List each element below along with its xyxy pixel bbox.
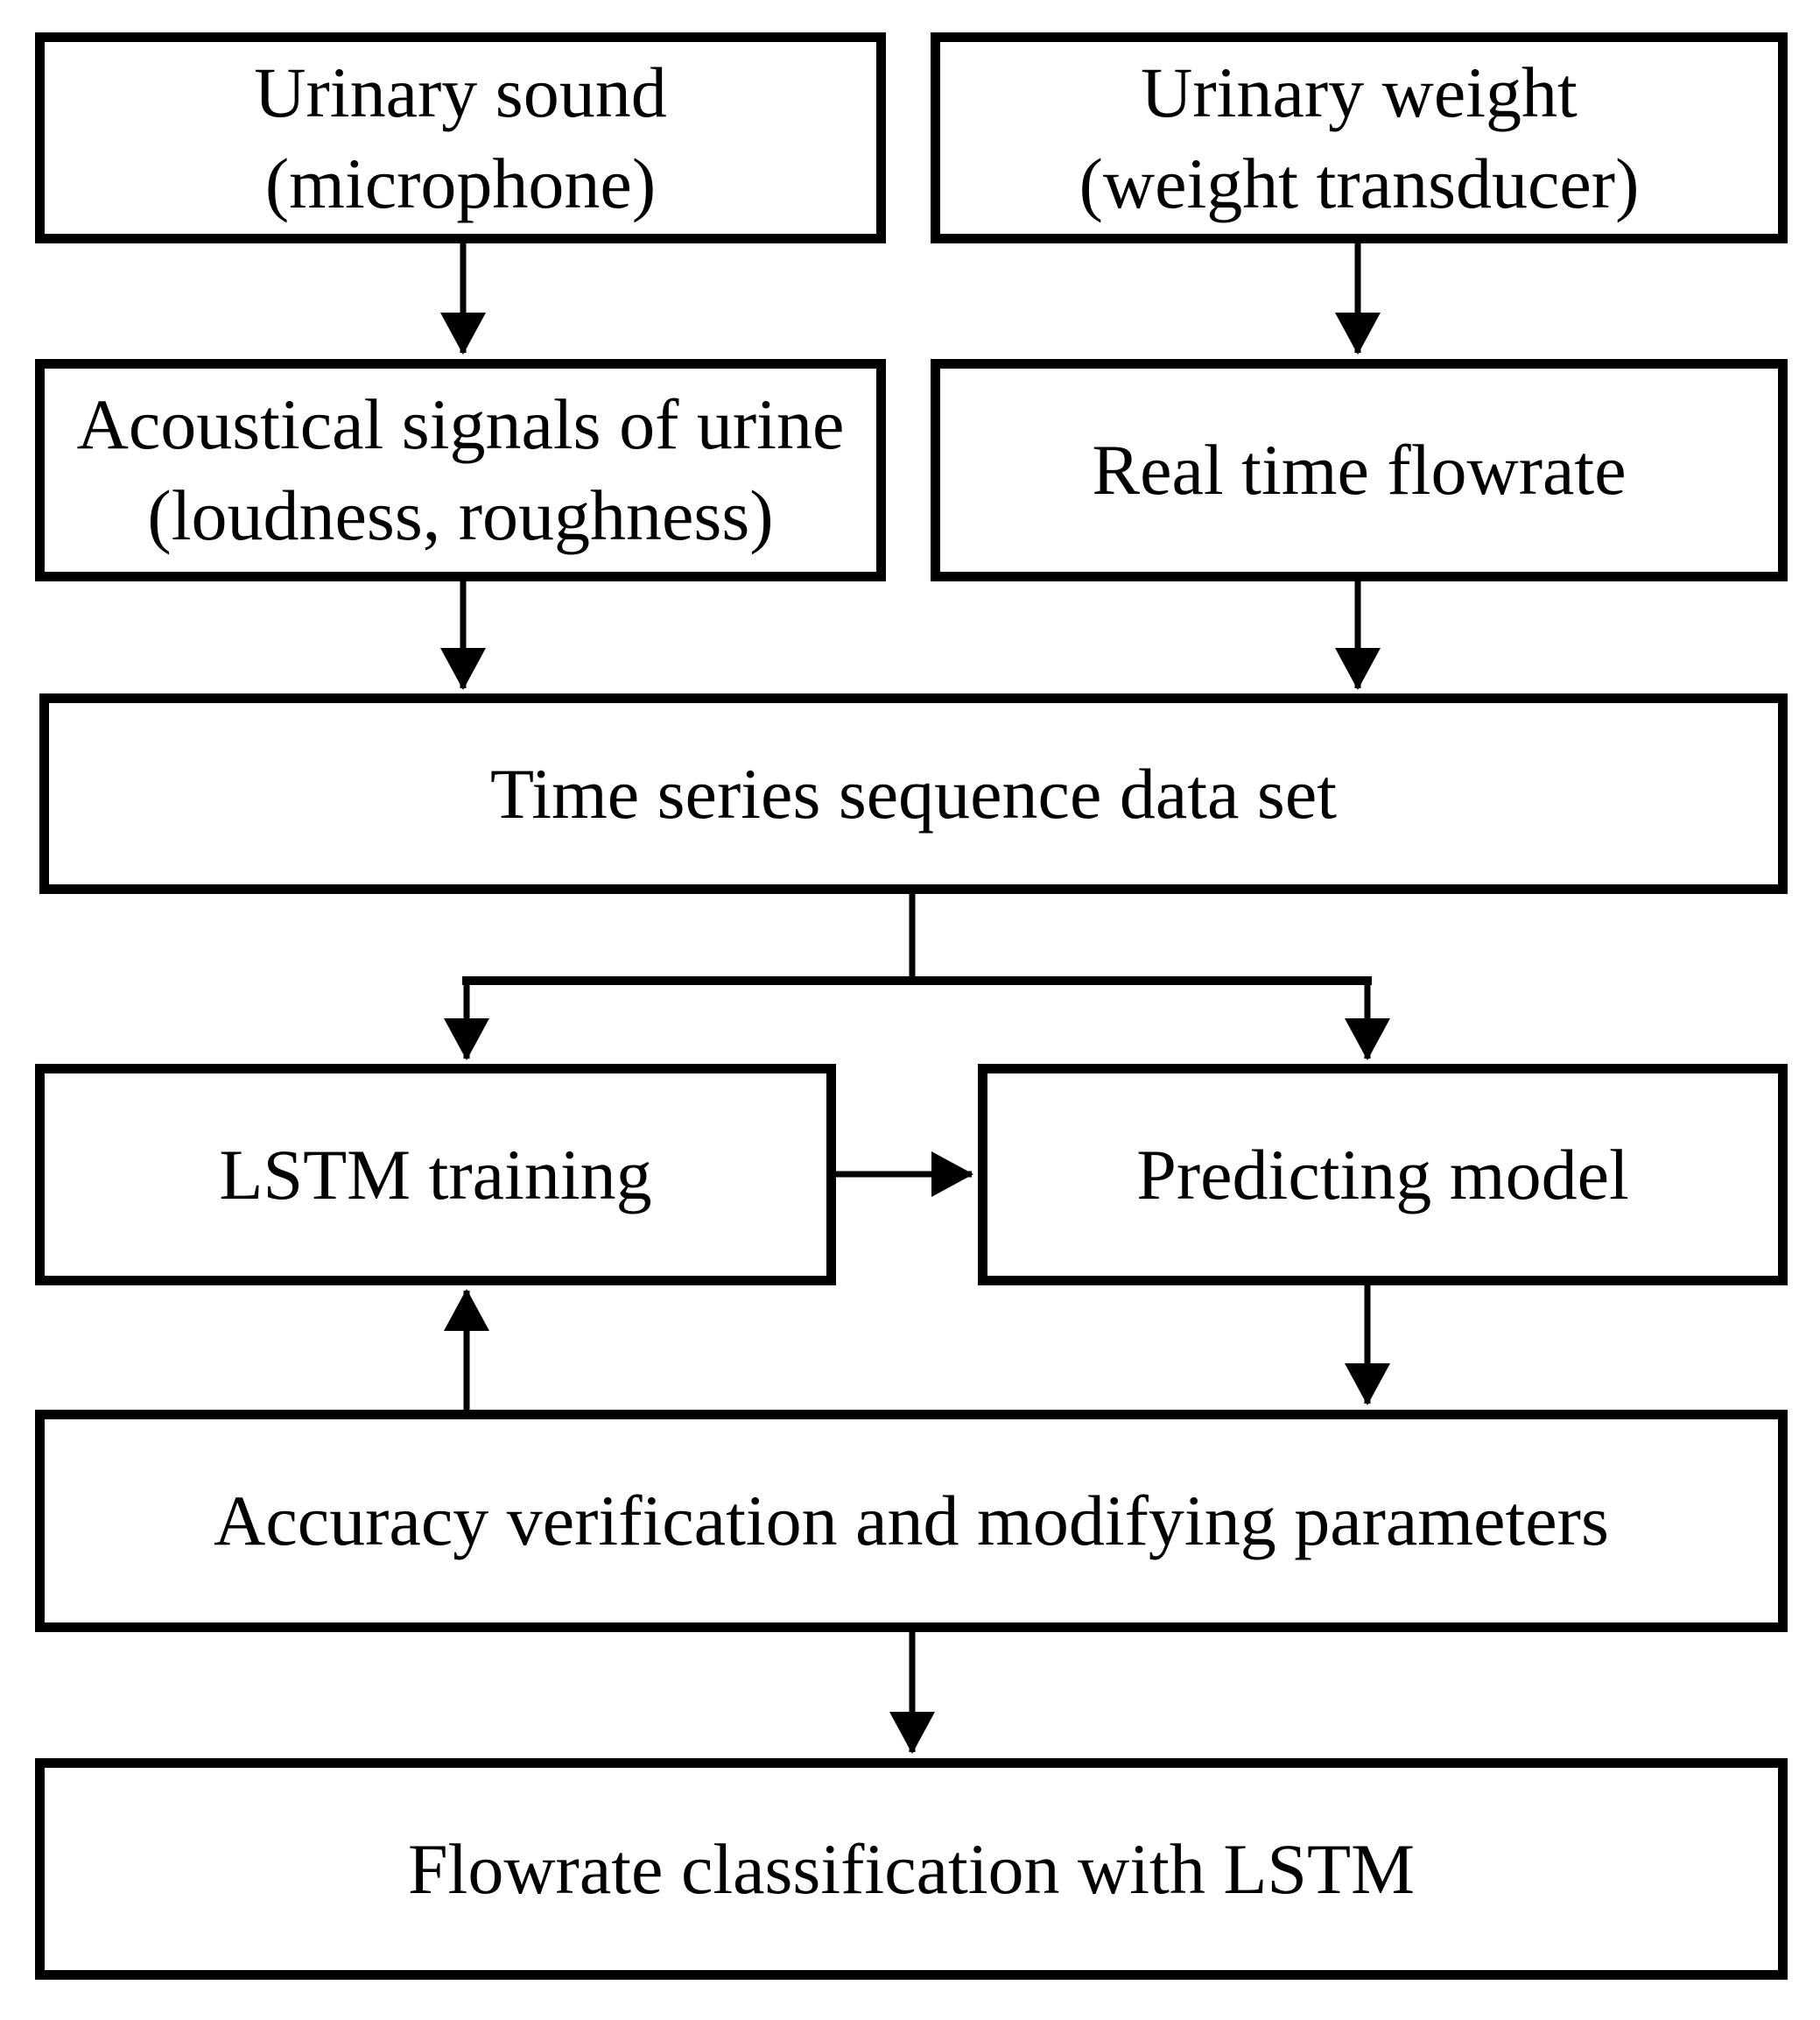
box-urinary-sound: Urinary sound (microphone) <box>35 32 886 243</box>
box-acoustical-signals-line1: Acoustical signals of urine <box>76 384 845 464</box>
box-urinary-weight: Urinary weight (weight transducer) <box>931 32 1788 243</box>
box-accuracy-verification-line1: Accuracy verification and modifying para… <box>214 1481 1609 1560</box>
box-acoustical-signals-line2: (loudness, roughness) <box>147 475 774 555</box>
box-real-time-flowrate: Real time flowrate <box>931 359 1788 581</box>
box-lstm-training: LSTM training <box>35 1064 836 1285</box>
box-accuracy-verification: Accuracy verification and modifying para… <box>35 1410 1788 1632</box>
box-urinary-weight-line2: (weight transducer) <box>1079 143 1640 223</box>
box-predicting-model: Predicting model <box>978 1064 1788 1285</box>
box-urinary-sound-line2: (microphone) <box>264 143 657 223</box>
box-urinary-sound-line1: Urinary sound <box>254 52 667 132</box>
box-time-series-data-set-line1: Time series sequence data set <box>489 753 1338 834</box>
box-urinary-weight-line1: Urinary weight <box>1141 52 1578 132</box>
box-acoustical-signals: Acoustical signals of urine (loudness, r… <box>35 359 886 581</box>
box-time-series-data-set: Time series sequence data set <box>39 693 1788 894</box>
box-flowrate-classification-line1: Flowrate classification with LSTM <box>407 1828 1416 1909</box>
box-predicting-model-line1: Predicting model <box>1136 1134 1629 1214</box>
box-flowrate-classification: Flowrate classification with LSTM <box>35 1758 1788 1980</box>
box-real-time-flowrate-line1: Real time flowrate <box>1092 430 1627 510</box>
box-lstm-training-line1: LSTM training <box>219 1134 652 1214</box>
